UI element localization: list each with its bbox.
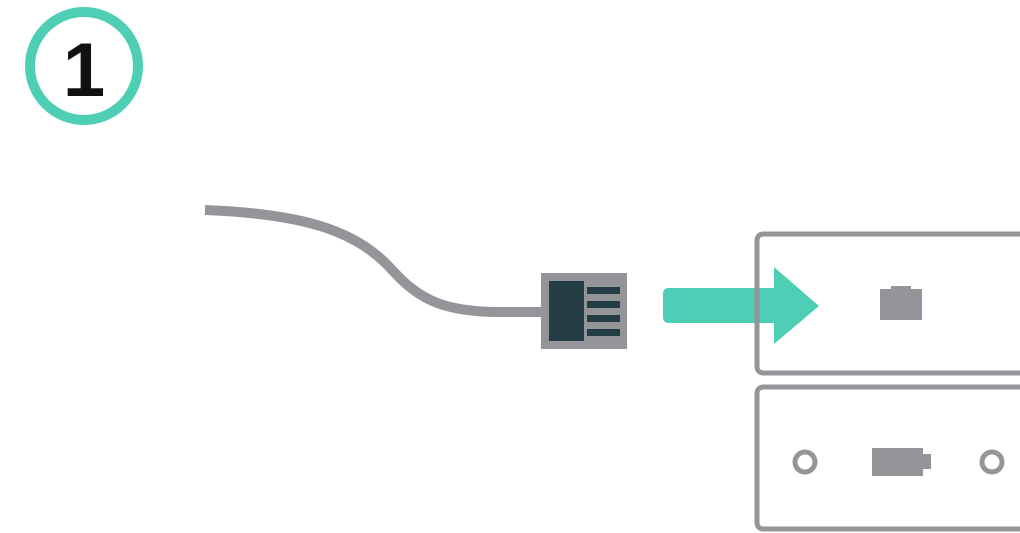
plug-pin: [587, 301, 620, 308]
plug-pin: [587, 315, 620, 322]
arrow-right-icon: [663, 267, 819, 344]
ethernet-port-icon: [880, 286, 922, 320]
mounting-hole-icon: [795, 452, 815, 472]
step-badge: 1: [30, 12, 138, 120]
plug-body: [549, 281, 584, 341]
mounting-hole-icon: [982, 452, 1002, 472]
plug-pin: [587, 329, 620, 336]
cable-icon: [205, 210, 546, 312]
power-port-icon: [872, 448, 931, 476]
step-number: 1: [63, 28, 105, 113]
ethernet-plug-icon: [541, 273, 627, 349]
plug-pin: [587, 287, 620, 294]
